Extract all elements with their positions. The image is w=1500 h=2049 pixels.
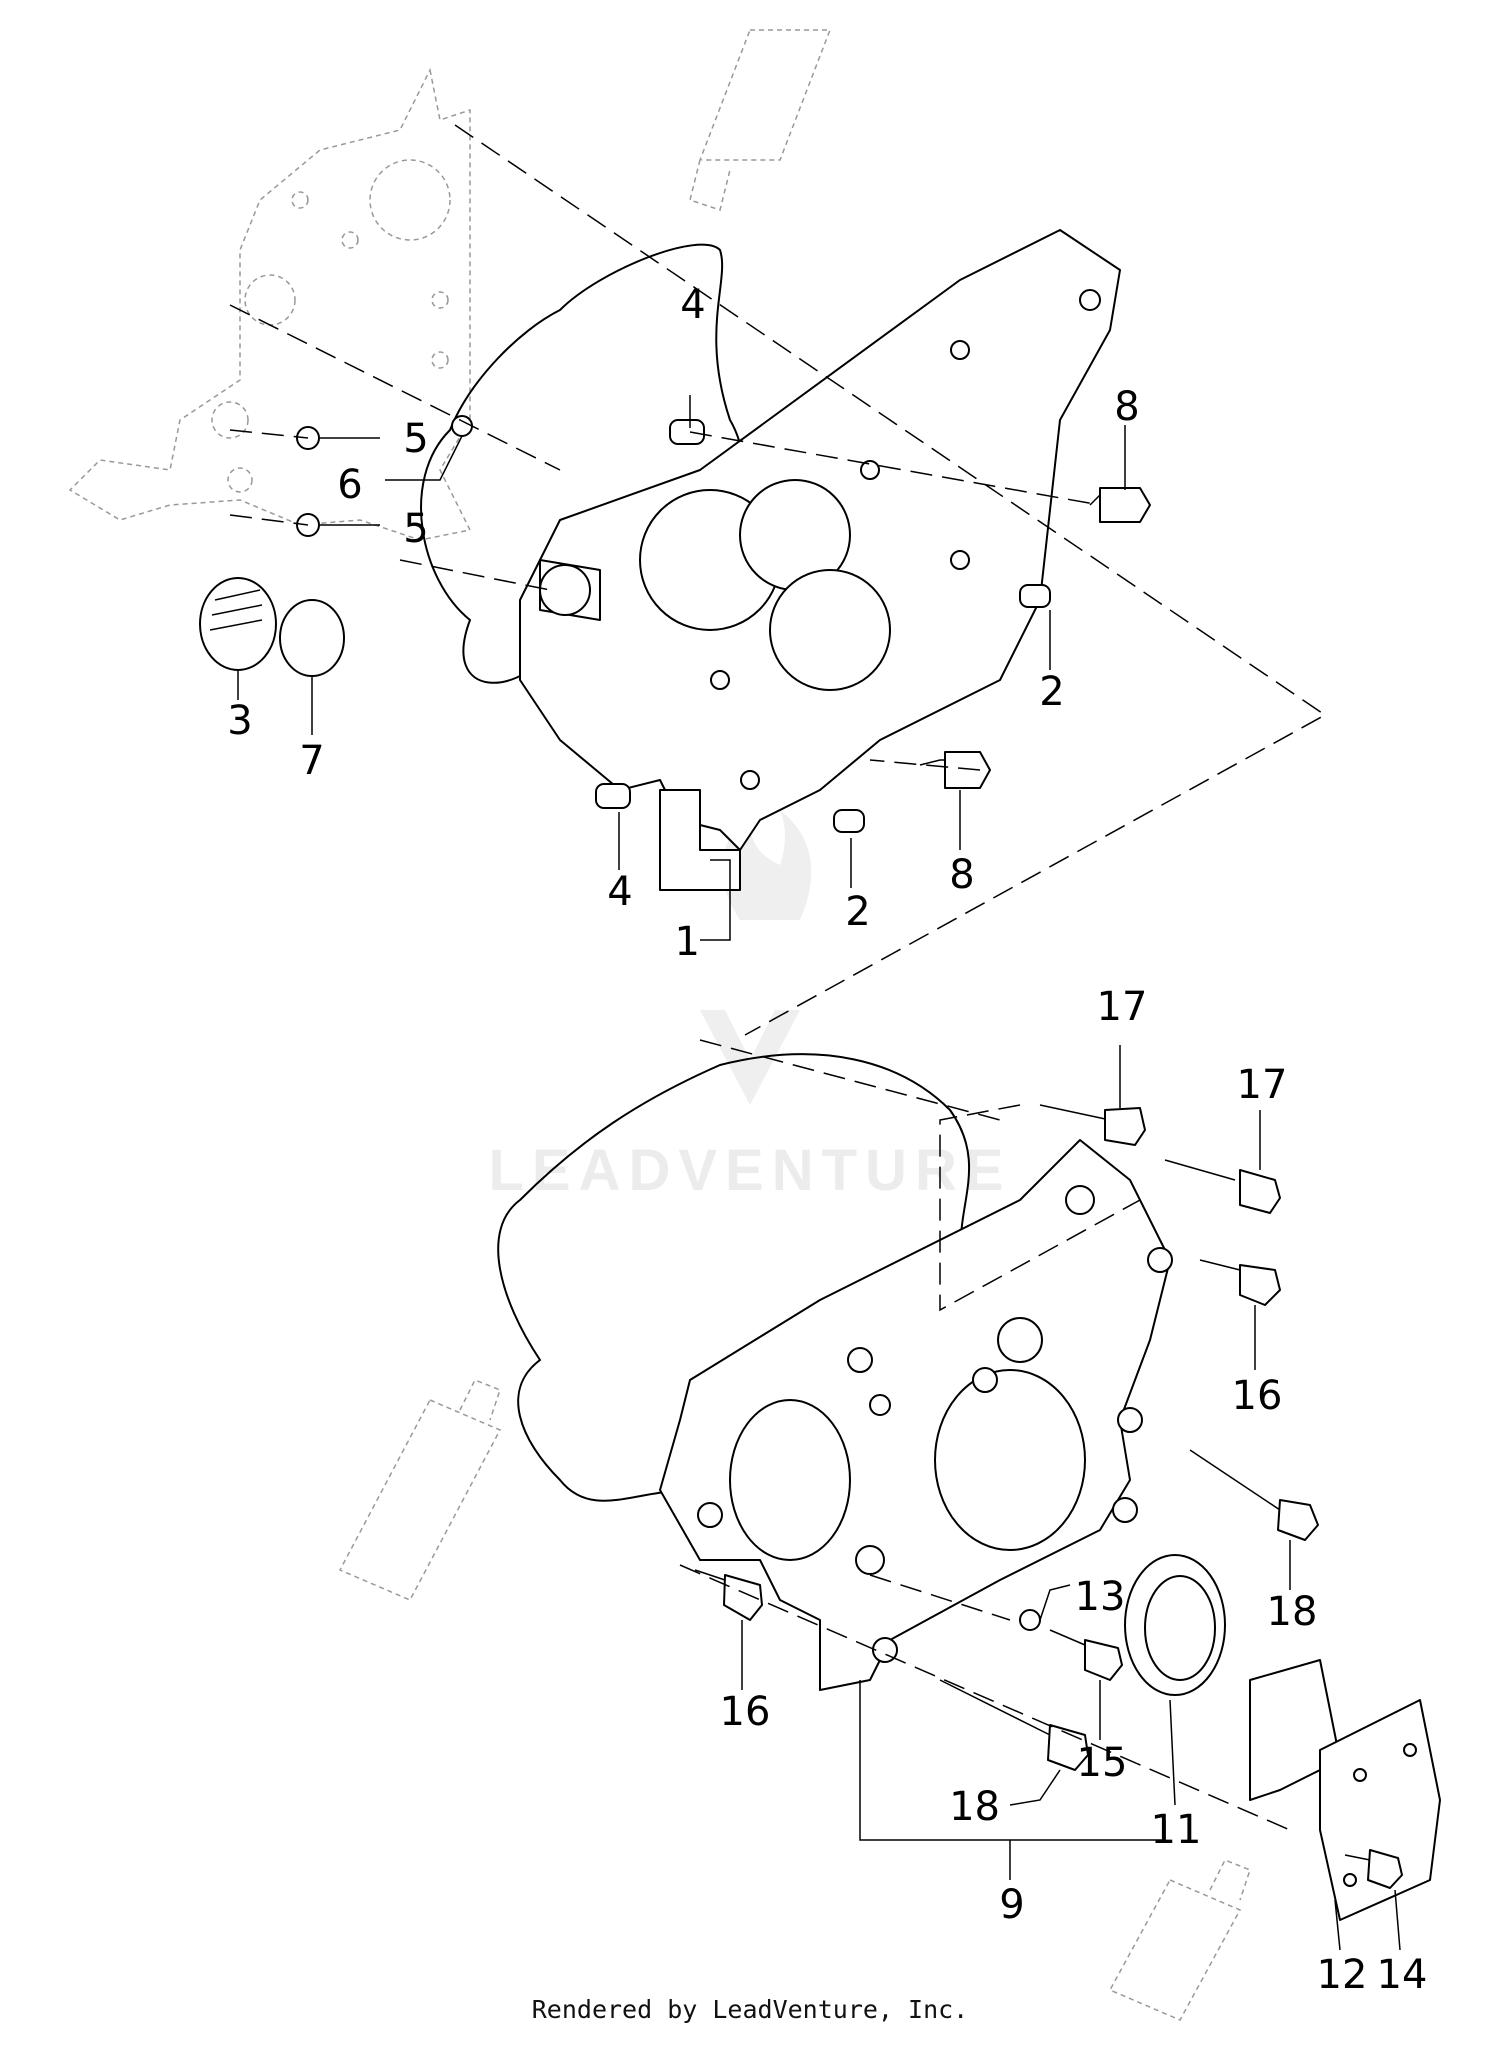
- bolt-part-18-upper: [1189, 1449, 1319, 1541]
- callout-17-upper: 17: [1097, 984, 1148, 1030]
- sealant-tube-top: [689, 29, 832, 211]
- bolt-part-14: [1344, 1849, 1403, 1889]
- callout-18-lower: 18: [949, 1784, 1000, 1830]
- sealant-tube-middle: [338, 1379, 502, 1601]
- dowel-pin-part-4-upper: [669, 419, 705, 445]
- engine-block-ghost: [68, 67, 472, 541]
- callout-9: 9: [999, 1882, 1024, 1928]
- upper-projection-lines: [229, 124, 1327, 1121]
- lower-projection-lines: [679, 1104, 1291, 1831]
- callout-7: 7: [299, 738, 324, 784]
- callout-8-upper: 8: [1114, 384, 1139, 430]
- bolt-part-15: [1049, 1629, 1123, 1681]
- leader-lines: [237, 395, 1401, 1951]
- cover-plate-part-12: [1319, 1699, 1441, 1921]
- bolt-part-8-lower: [919, 751, 991, 789]
- callout-16-upper: 16: [1232, 1373, 1283, 1419]
- callout-labels: 1 2 2 3 4 4 5 5 6 7 8 8 9 11 12 13 14 15…: [227, 282, 1427, 1998]
- oil-plug-part-3: [199, 577, 277, 671]
- oil-seal-part-11: [1124, 1554, 1226, 1696]
- callout-4-lower: 4: [607, 869, 632, 915]
- dowel-pin-part-2-upper: [1019, 584, 1051, 608]
- bolt-part-16-upper: [1199, 1259, 1281, 1306]
- watermark: LEADVENTURE: [488, 810, 1011, 1203]
- washer-part-13: [1019, 1609, 1041, 1631]
- sealant-tube-bottom: [1108, 1859, 1251, 2021]
- callout-5-lower: 5: [403, 506, 428, 552]
- bolt-part-18-lower: [939, 1679, 1089, 1771]
- callout-13: 13: [1075, 1574, 1126, 1620]
- callout-2-upper: 2: [1039, 669, 1064, 715]
- bolt-part-16-lower: [694, 1569, 763, 1621]
- callout-5-upper: 5: [403, 416, 428, 462]
- dowel-pin-part-4-lower: [595, 783, 631, 809]
- callout-17-lower: 17: [1237, 1062, 1288, 1108]
- callout-15: 15: [1077, 1740, 1128, 1786]
- gasket-part-12: [1249, 1659, 1341, 1801]
- callout-4-upper: 4: [680, 282, 705, 328]
- bolt-part-8-upper: [1089, 487, 1151, 523]
- callout-2-lower: 2: [845, 889, 870, 935]
- callout-12: 12: [1317, 1952, 1368, 1998]
- callout-1: 1: [675, 919, 700, 965]
- dowel-pin-part-2-lower: [833, 809, 865, 833]
- bolt-part-17-lower: [1164, 1159, 1281, 1214]
- o-ring-part-6: [451, 415, 473, 437]
- callout-14: 14: [1377, 1952, 1428, 1998]
- callout-16-lower: 16: [720, 1689, 771, 1735]
- callout-6: 6: [337, 462, 362, 508]
- callout-18-upper: 18: [1267, 1589, 1318, 1635]
- gear-case: [519, 229, 1121, 891]
- o-ring-part-7: [279, 599, 345, 677]
- bolt-part-17-upper: [1039, 1104, 1146, 1146]
- render-credit: Rendered by LeadVenture, Inc.: [531, 1995, 969, 2024]
- callout-11: 11: [1151, 1807, 1202, 1853]
- watermark-text: LEADVENTURE: [488, 1138, 1011, 1203]
- callout-3: 3: [227, 698, 252, 744]
- callout-8-lower: 8: [949, 852, 974, 898]
- timing-cover: [659, 1139, 1173, 1691]
